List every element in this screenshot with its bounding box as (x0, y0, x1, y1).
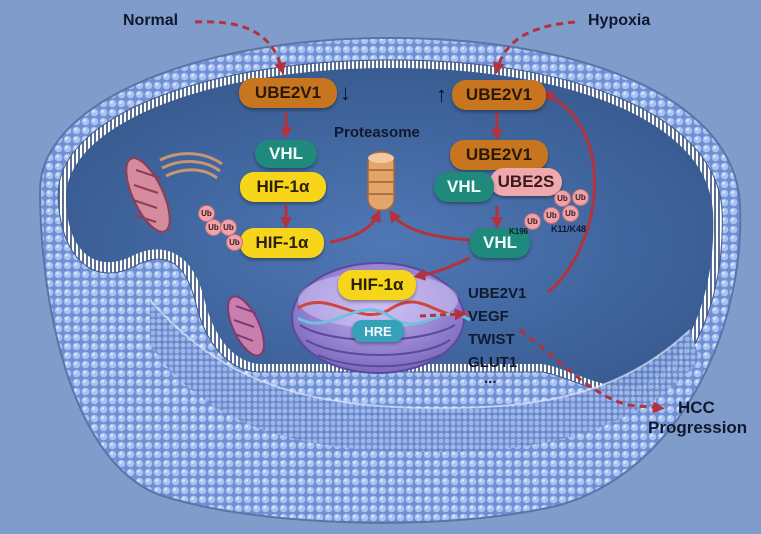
down-arrow-icon: ↓ (340, 80, 351, 105)
up-arrow-icon: ↑ (436, 82, 447, 107)
hif1a-nucleus-box: HIF-1α (338, 270, 416, 300)
target-gene: TWIST (468, 331, 515, 348)
ube2v1-normal-box: UBE2V1 (239, 78, 337, 108)
ubiquitin-tag: Ub (543, 207, 560, 224)
arrow-hre-to-genes (419, 308, 467, 321)
normal-condition-label: Normal (123, 12, 179, 29)
ubiquitin-tag: Ub (572, 189, 589, 206)
target-gene: GLUT1 (468, 354, 518, 371)
ube2v1-complex-box: UBE2V1 (450, 140, 548, 170)
vhl-complex-box: VHL (434, 172, 494, 202)
arrow-vhl-to-proteasome (389, 210, 471, 242)
hcc-label-line1: HCC (678, 398, 715, 417)
ube2s-box: UBE2S (490, 168, 562, 196)
arrow-vhlub-to-nucleus-hif (413, 256, 471, 281)
arrow-genes-to-hcc (519, 328, 665, 414)
hif1a-ubiquitinated-box: HIF-1α (240, 228, 324, 258)
hre-box: HRE (352, 320, 404, 342)
vhl-normal-box: VHL (255, 140, 317, 168)
arrow-feedback-to-ube2v1 (541, 91, 596, 294)
arrow-hypoxia-to-ube2v1 (493, 20, 576, 75)
target-gene: UBE2V1 (468, 285, 527, 302)
target-gene-ellipsis: ... (484, 370, 497, 387)
vhl-ubiquitinated-box: VHL (470, 228, 530, 258)
ubiquitin-tag: Ub (524, 213, 541, 230)
mitochondrion-upper-left (125, 157, 171, 233)
ube2v1-hypoxia-box: UBE2V1 (452, 80, 546, 110)
proteasome-label: Proteasome (334, 124, 420, 141)
hif1a-normal-box: HIF-1α (240, 172, 326, 202)
ubiquitin-tag: Ub (554, 190, 571, 207)
arrow-hifub-to-proteasome (329, 209, 381, 244)
proteasome (367, 151, 395, 211)
k196-label: K196 (509, 227, 529, 236)
golgi-apparatus (159, 152, 223, 180)
arrow-normal-to-ube2v1 (194, 20, 287, 75)
ubiquitin-tag: Ub (226, 234, 243, 251)
mitochondrion-lower-left (227, 295, 265, 357)
hcc-label-line2: Progression (648, 418, 748, 437)
ubiquitin-tag: Ub (562, 205, 579, 222)
k11-k48-label: K11/K48 (551, 224, 587, 234)
cell-membrane-floor (150, 300, 700, 453)
hypoxia-condition-label: Hypoxia (588, 12, 651, 29)
target-gene: VEGF (468, 308, 509, 325)
